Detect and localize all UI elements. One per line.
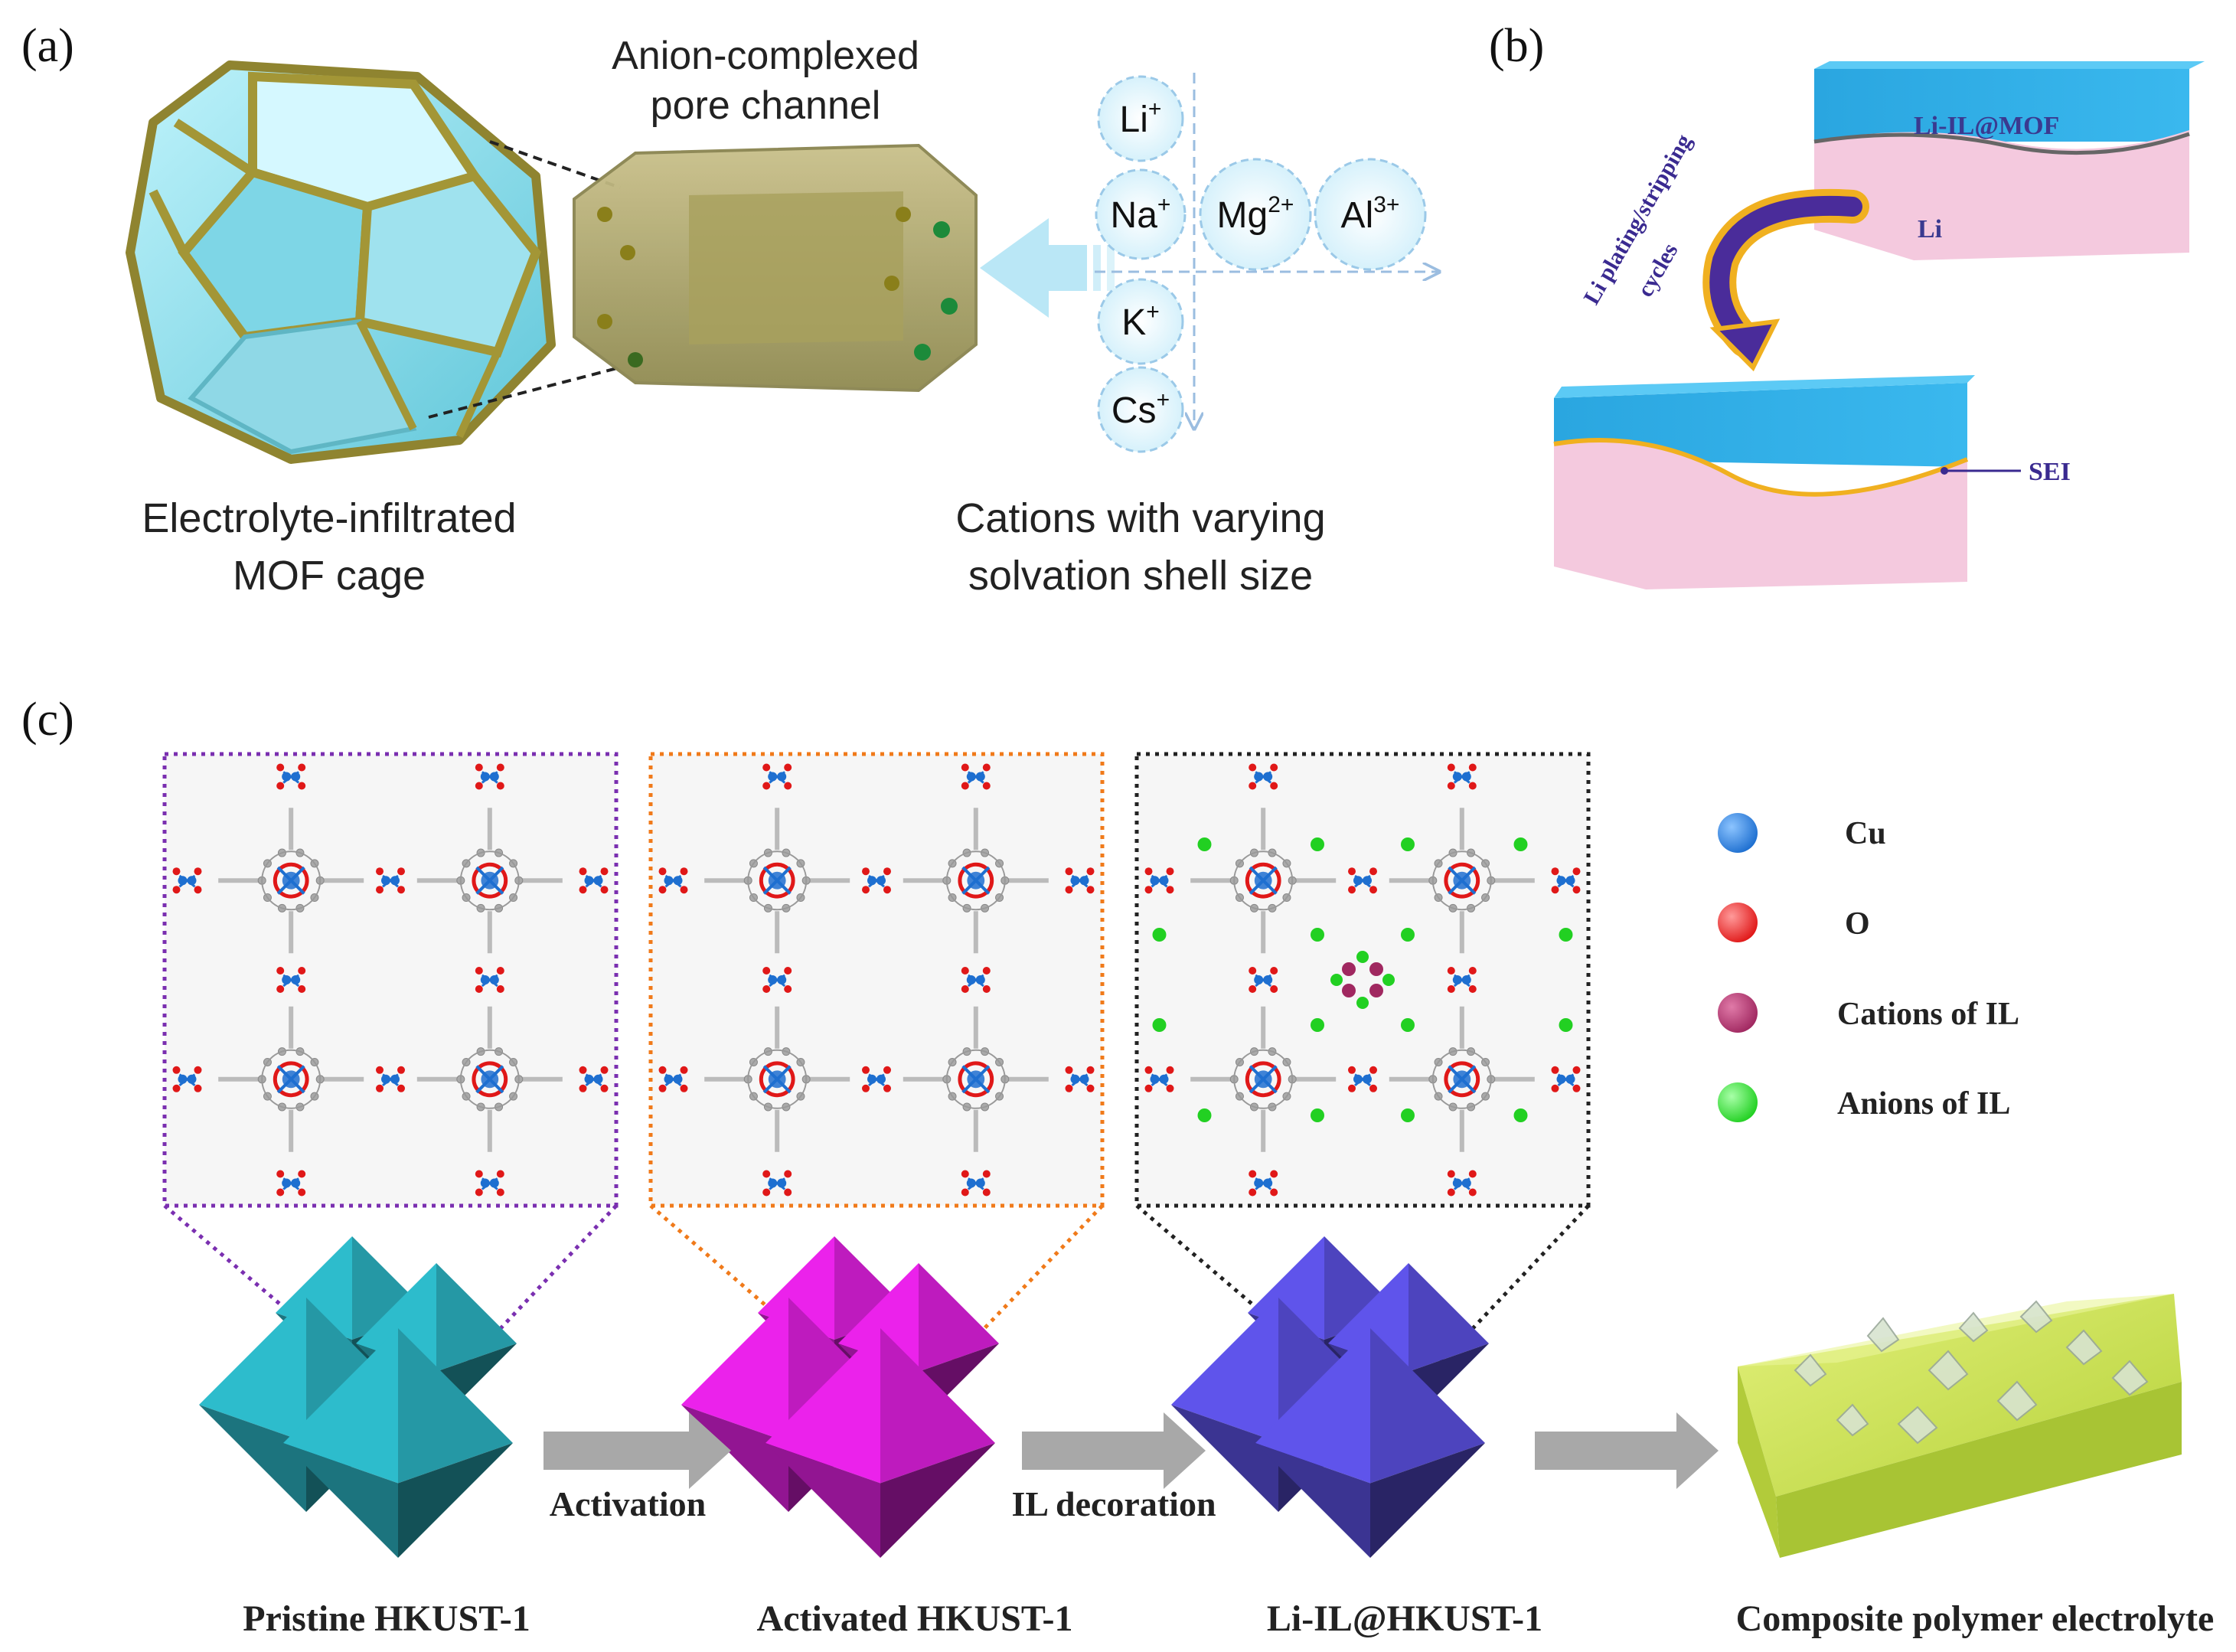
svg-text:Activation: Activation (550, 1484, 706, 1523)
svg-text:O: O (1845, 906, 1870, 942)
svg-text:Li+: Li+ (1120, 96, 1162, 140)
stage-caption-li-il: Li-IL@HKUST-1 (1267, 1598, 1542, 1639)
panel-b: (b) Li-IL@MOF Li Li plating/stripping cy… (1489, 20, 2205, 589)
ion-mg: Mg2+ (1199, 158, 1312, 271)
panel-a: (a) Anion-complexed pore channel (21, 20, 1439, 599)
insertion-arrow (980, 218, 1115, 318)
svg-text:IL decoration: IL decoration (1011, 1484, 1216, 1523)
ion-al: Al3+ (1314, 158, 1427, 271)
framework-box-1 (162, 752, 619, 1406)
legend-item-cu: Cu (1718, 813, 1886, 853)
arrow-activation: Activation (543, 1412, 731, 1523)
svg-text:Anions of IL: Anions of IL (1837, 1086, 2010, 1121)
cations-caption-line1: Cations with varying (955, 495, 1325, 541)
framework-box-2 (648, 752, 1105, 1406)
panel-c: (c) Cu O Cations of IL Anions of IL (21, 694, 2214, 1639)
ion-k: K+ (1097, 278, 1184, 365)
svg-text:Na+: Na+ (1111, 192, 1171, 236)
cycle-arrow (1702, 188, 1869, 372)
panel-a-label: (a) (21, 20, 74, 72)
framework-lattice-2 (658, 763, 1095, 1197)
li-layer-label: Li (1918, 215, 1942, 243)
cations-caption-line2: solvation shell size (968, 553, 1313, 599)
panel-c-label: (c) (21, 694, 74, 746)
framework-lattice-1 (172, 763, 609, 1197)
framework-box-3 (1134, 752, 1591, 1406)
ion-na: Na+ (1095, 168, 1187, 260)
legend-item-cations: Cations of IL (1718, 993, 2019, 1033)
mof-cage (126, 60, 556, 464)
cage-caption-line1: Electrolyte-infiltrated (142, 495, 516, 541)
cycle-label-line2: cycles (1632, 239, 1683, 301)
stage-caption-activated: Activated HKUST-1 (757, 1598, 1073, 1639)
composite-slab (1738, 1294, 2182, 1558)
stack-before: Li-IL@MOF Li (1813, 61, 2205, 260)
crystal-cluster-1 (199, 1236, 517, 1558)
svg-text:Cu: Cu (1845, 816, 1886, 851)
stack-after: SEI (1553, 375, 2071, 589)
svg-text:Mg2+: Mg2+ (1217, 192, 1294, 236)
top-layer-label: Li-IL@MOF (1914, 112, 2059, 140)
arrow-composite (1535, 1412, 1719, 1489)
sei-label: SEI (2029, 458, 2071, 486)
legend: Cu O Cations of IL Anions of IL (1718, 813, 2019, 1122)
channel-caption-line2: pore channel (651, 83, 881, 128)
crystal-cluster-2 (681, 1236, 999, 1558)
stage-caption-composite: Composite polymer electrolyte (1736, 1598, 2215, 1639)
ion-cs: Cs+ (1097, 366, 1184, 453)
svg-text:Al3+: Al3+ (1341, 192, 1400, 236)
svg-text:Cs+: Cs+ (1111, 387, 1170, 431)
channel-caption-line1: Anion-complexed (612, 34, 919, 78)
legend-item-anions: Anions of IL (1718, 1082, 2010, 1122)
panel-b-label: (b) (1489, 20, 1544, 72)
framework-lattice-3 (1144, 763, 1581, 1197)
cage-caption-line2: MOF cage (233, 553, 426, 599)
svg-text:Cations of IL: Cations of IL (1837, 997, 2019, 1032)
svg-text:K+: K+ (1121, 299, 1160, 343)
crystal-cluster-3 (1171, 1236, 1489, 1558)
stage-caption-pristine: Pristine HKUST-1 (243, 1598, 530, 1639)
connector-bottom (428, 366, 621, 419)
pore-channel (573, 143, 978, 393)
arrow-il-decoration: IL decoration (1011, 1412, 1216, 1523)
legend-item-o: O (1718, 903, 1870, 942)
ion-li: Li+ (1097, 75, 1184, 162)
